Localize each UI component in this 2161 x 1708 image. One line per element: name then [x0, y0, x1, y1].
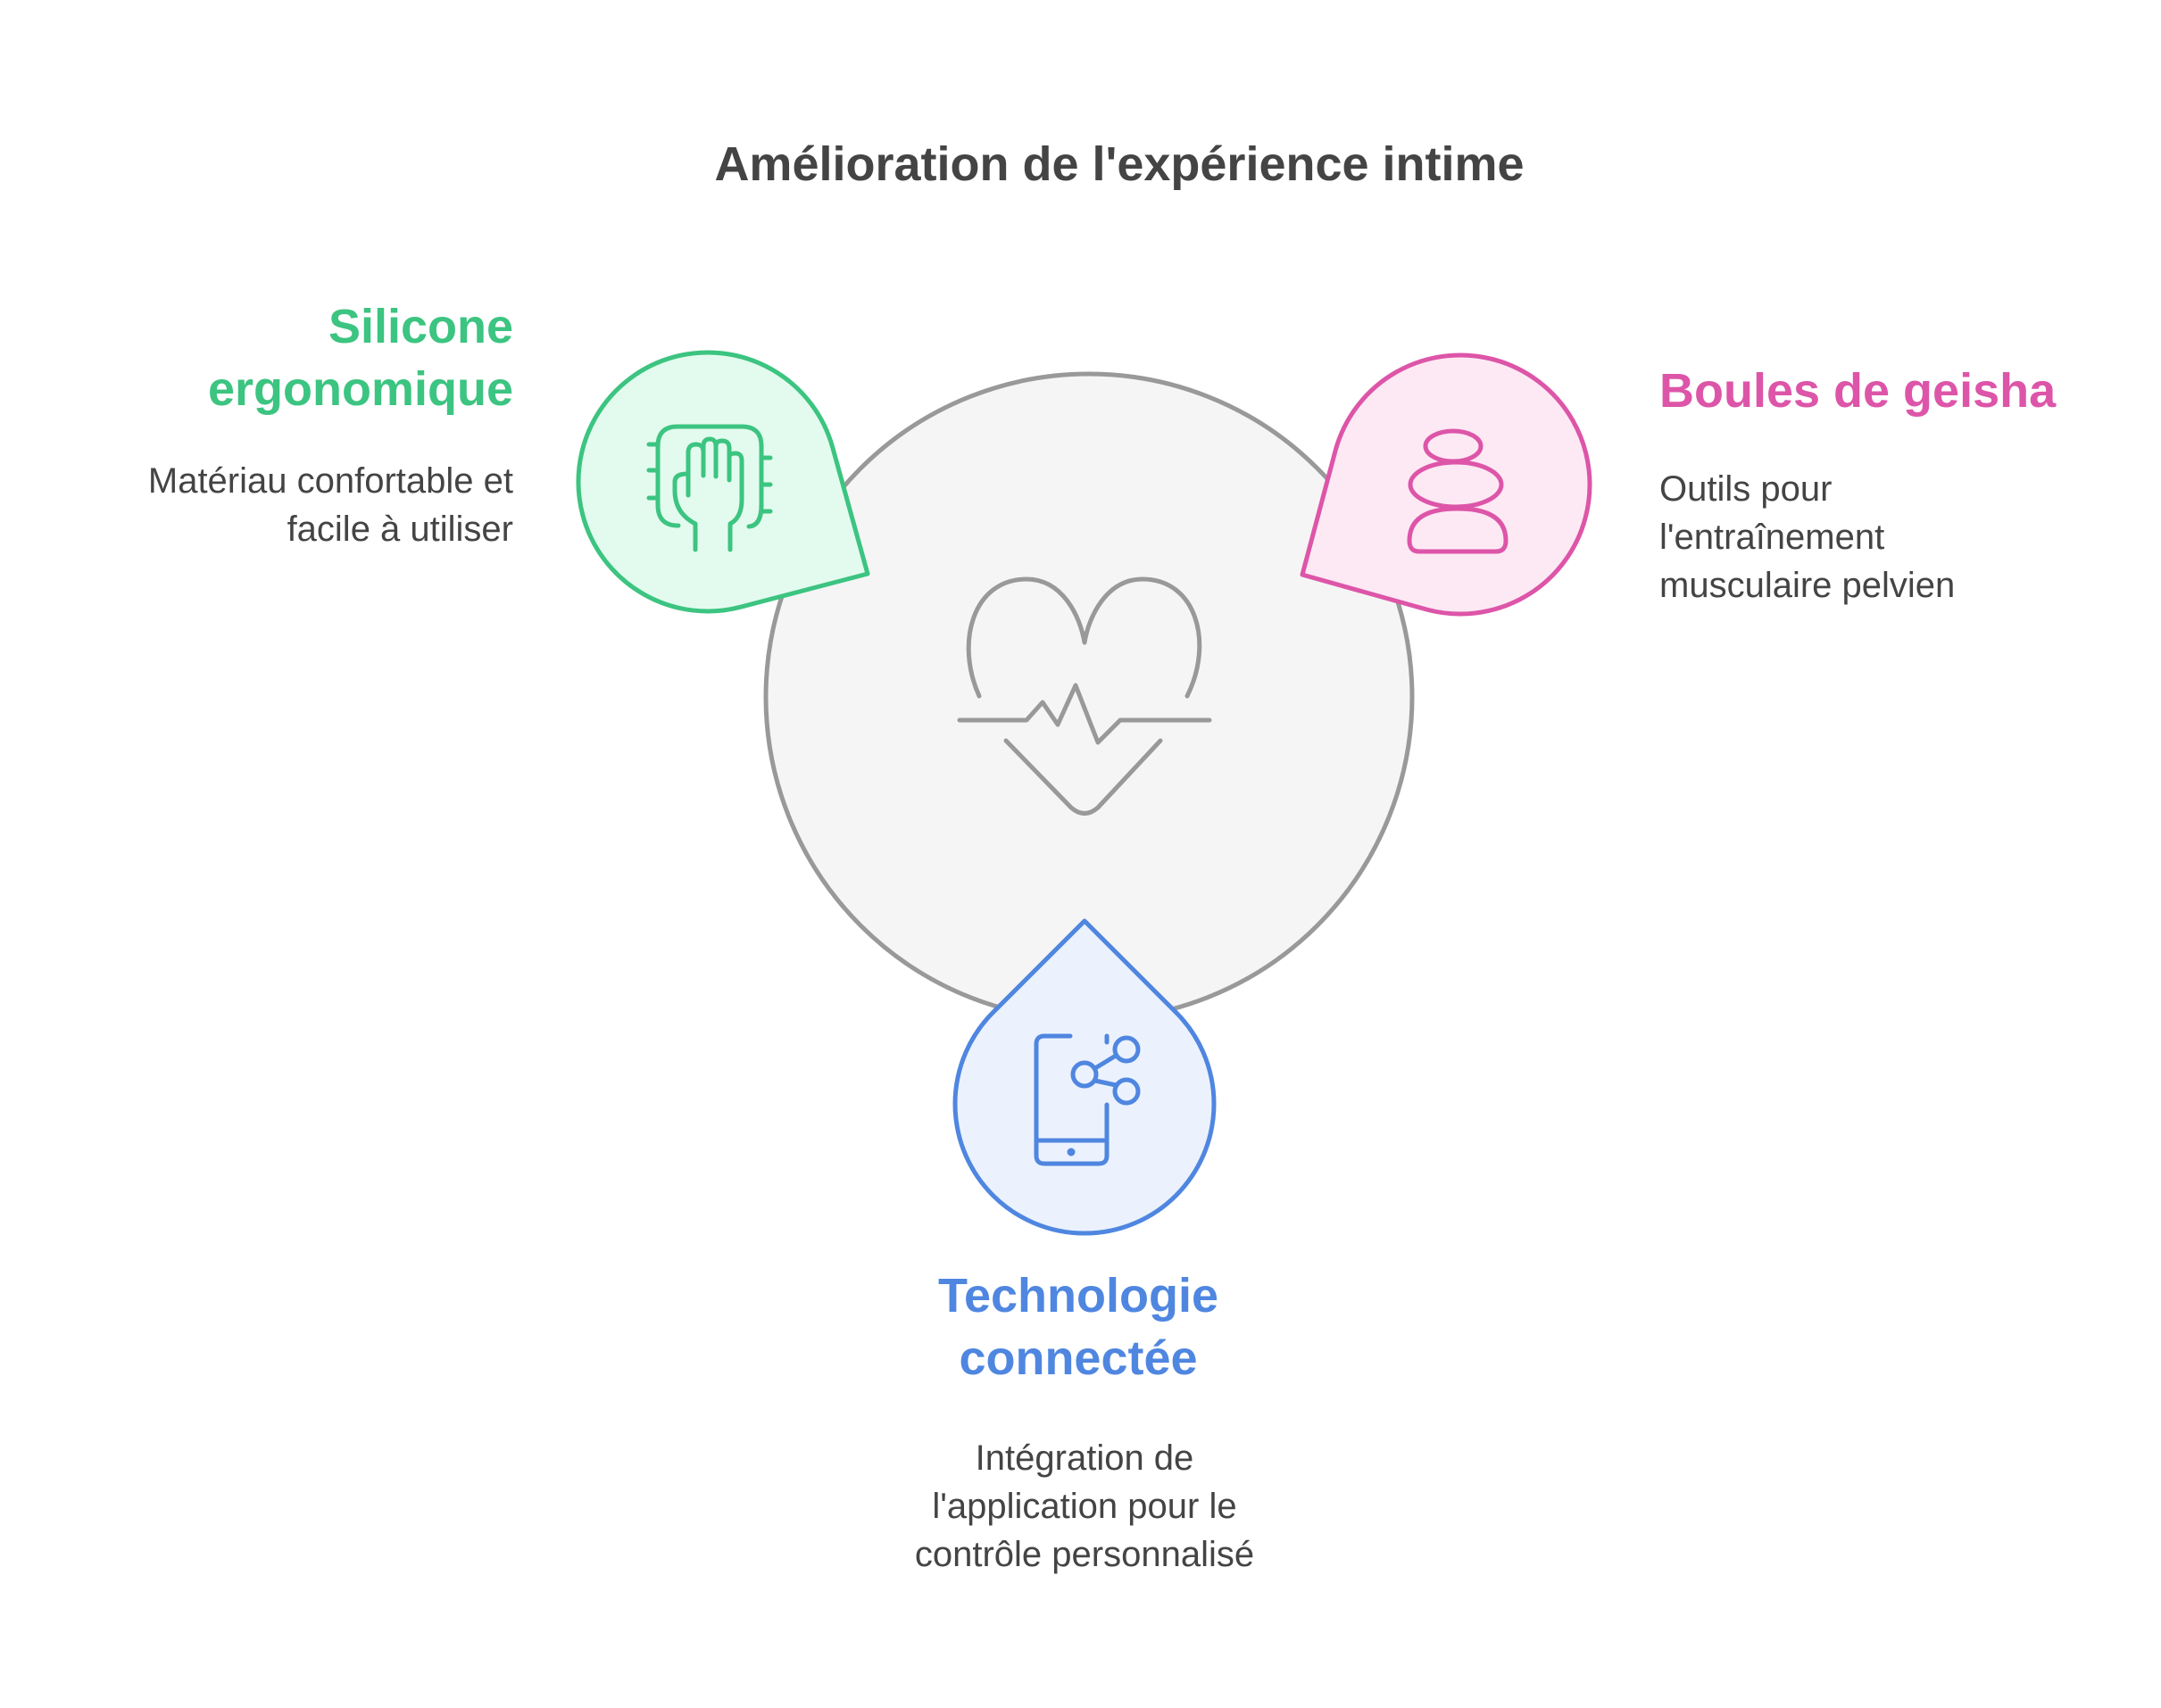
geisha-node	[1300, 352, 1592, 617]
technology-node	[952, 918, 1217, 1236]
diagram-title: Amélioration de l'expérience intime	[714, 137, 1524, 191]
geisha-description-line-3: musculaire pelvien	[1659, 566, 1955, 605]
phone-share-icon	[1034, 1033, 1141, 1166]
heart-pulse-icon	[957, 576, 1212, 816]
silicone-heading-line-1: Silicone	[328, 300, 513, 353]
technology-description-line-3: contrôle personnalisé	[915, 1535, 1254, 1574]
technology-description-line-2: l'application pour le	[932, 1487, 1236, 1526]
hand-on-pad-icon	[646, 424, 773, 552]
geisha-label: Boules de geisha Outils pour l'entraînem…	[1659, 364, 2057, 605]
silicone-node	[576, 350, 870, 614]
silicone-label: Silicone ergonomique Matériau confortabl…	[148, 300, 513, 549]
geisha-heading: Boules de geisha	[1659, 364, 2057, 418]
technology-heading-line-1: Technologie	[938, 1269, 1218, 1322]
geisha-description-line-2: l'entraînement	[1659, 518, 1884, 557]
silicone-heading-line-2: ergonomique	[208, 362, 513, 416]
technology-label: Technologie connectée Intégration de l'a…	[915, 1269, 1254, 1574]
stacked-stones-icon	[1407, 428, 1509, 554]
silicone-description-line-1: Matériau confortable et	[148, 461, 513, 501]
technology-description-line-1: Intégration de	[976, 1439, 1194, 1478]
geisha-description-line-1: Outils pour	[1659, 469, 1832, 509]
silicone-description-line-2: facile à utiliser	[287, 510, 513, 549]
technology-heading-line-2: connectée	[959, 1331, 1197, 1385]
